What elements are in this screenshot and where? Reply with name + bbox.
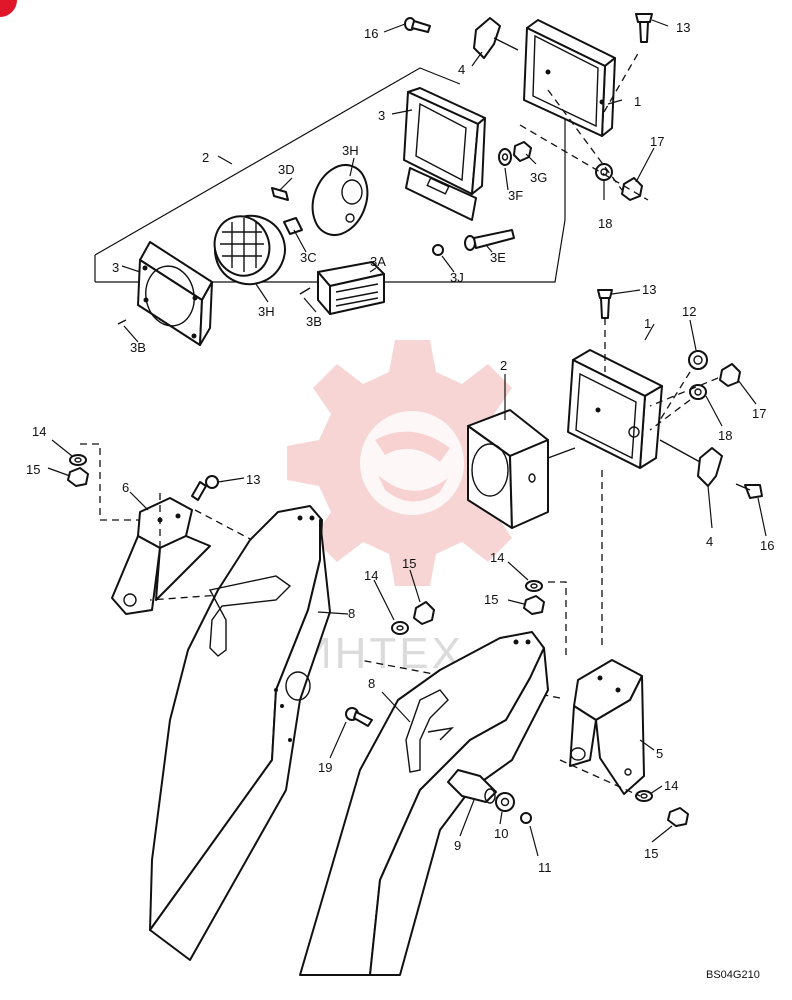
callout-14-left: 14: [32, 424, 46, 439]
guard-box-1-lower: [567, 349, 663, 469]
callout-5: 5: [656, 746, 663, 761]
washer-14-right-top: [525, 580, 543, 592]
bracket-5: [569, 659, 645, 795]
bolt-19: [345, 707, 373, 727]
callout-13-bracket: 13: [246, 472, 260, 487]
reflector-3a: [317, 261, 385, 315]
watermark-logo: ИНТЕХ: [287, 340, 538, 678]
callout-8-left: 8: [348, 606, 355, 621]
callout-3f: 3F: [508, 188, 523, 203]
callout-12: 12: [682, 304, 696, 319]
bracket-6: [111, 497, 211, 615]
callout-3b-left: 3B: [130, 340, 146, 355]
callout-1-lower: 1: [644, 316, 651, 331]
callout-17-upper: 17: [650, 134, 664, 149]
bolt-13-bracket: [191, 475, 219, 501]
callout-13-upper: 13: [676, 20, 690, 35]
callout-14-mid: 14: [364, 568, 378, 583]
callout-15-right-top: 15: [484, 592, 498, 607]
knob-4-upper: [473, 17, 501, 59]
nut-15-right-top: [523, 595, 545, 615]
callout-16-lower: 16: [760, 538, 774, 553]
knob-4-lower: [697, 447, 723, 487]
callout-15-left: 15: [26, 462, 40, 477]
callout-3a: 3A: [370, 254, 386, 269]
bulb-3c: [283, 217, 303, 235]
callout-15-mid: 15: [402, 556, 416, 571]
callout-18-upper: 18: [598, 216, 612, 231]
callout-4-upper: 4: [458, 62, 465, 77]
callout-15-right-bottom: 15: [644, 846, 658, 861]
washer-18-upper: [595, 163, 613, 181]
lamp-housing-3: [403, 87, 486, 221]
callout-10: 10: [494, 826, 508, 841]
callout-3e: 3E: [490, 250, 506, 265]
nut-3g: [513, 141, 532, 162]
clip-11: [520, 812, 532, 824]
guard-box-1-upper: [523, 19, 616, 137]
callout-16-upper: 16: [364, 26, 378, 41]
bulb-3d: [271, 187, 289, 201]
screw-3b: [117, 287, 311, 325]
callout-19: 19: [318, 760, 332, 775]
callout-3b-right: 3B: [306, 314, 322, 329]
nut-17-upper: [621, 177, 643, 201]
watermark-text: ИНТЕХ: [300, 629, 464, 678]
washer-12: [688, 350, 708, 370]
callout-11: 11: [538, 860, 552, 875]
callout-4-lower: 4: [706, 534, 713, 549]
callout-3h-lamp: 3H: [258, 304, 275, 319]
callout-18-lower: 18: [718, 428, 732, 443]
nut-15-mid: [413, 601, 435, 625]
bolt-16-upper: [404, 17, 431, 33]
loader-arm-left: [149, 505, 331, 961]
work-lamp-2: [467, 409, 549, 529]
corner-badge: [0, 0, 17, 17]
loader-arm-right: [299, 631, 549, 976]
nut-15-left: [67, 467, 89, 487]
washer-14-mid: [391, 621, 409, 635]
sealed-beam-lamp-3h: [213, 214, 286, 286]
bolt-16-lower: [735, 483, 763, 499]
callout-2-lower: 2: [500, 358, 507, 373]
bolt-13-lower: [597, 289, 613, 319]
callout-17-lower: 17: [752, 406, 766, 421]
washer-14-left: [69, 454, 87, 466]
callout-6: 6: [122, 480, 129, 495]
bolt-13-upper: [635, 13, 653, 43]
callout-3d: 3D: [278, 162, 295, 177]
callout-14-right-top: 14: [490, 550, 504, 565]
callout-3c: 3C: [300, 250, 317, 265]
callout-3-housing: 3: [378, 108, 385, 123]
callout-13-lower: 13: [642, 282, 656, 297]
pin-9: [447, 769, 497, 804]
callout-9: 9: [454, 838, 461, 853]
callout-1-upper: 1: [634, 94, 641, 109]
washer-3f: [498, 148, 512, 166]
washer-14-right-bottom: [635, 790, 653, 802]
callout-2-upper: 2: [202, 150, 209, 165]
callout-14-right-bottom: 14: [664, 778, 678, 793]
retaining-ring-3h: [311, 164, 369, 236]
callout-3-bezel: 3: [112, 260, 119, 275]
washer-18-lower: [689, 384, 707, 400]
nut-17-lower: [719, 363, 741, 387]
bushing-10: [495, 792, 515, 812]
diagram-code: BS04G210: [706, 969, 760, 981]
callout-8-right: 8: [368, 676, 375, 691]
callout-3g: 3G: [530, 170, 547, 185]
nut-15-right-bottom: [667, 807, 689, 827]
screw-3j: [432, 244, 444, 256]
bezel-3: [137, 241, 213, 346]
bolt-3e: [464, 229, 515, 251]
callout-3h-ring: 3H: [342, 143, 359, 158]
callout-3j: 3J: [450, 270, 464, 285]
